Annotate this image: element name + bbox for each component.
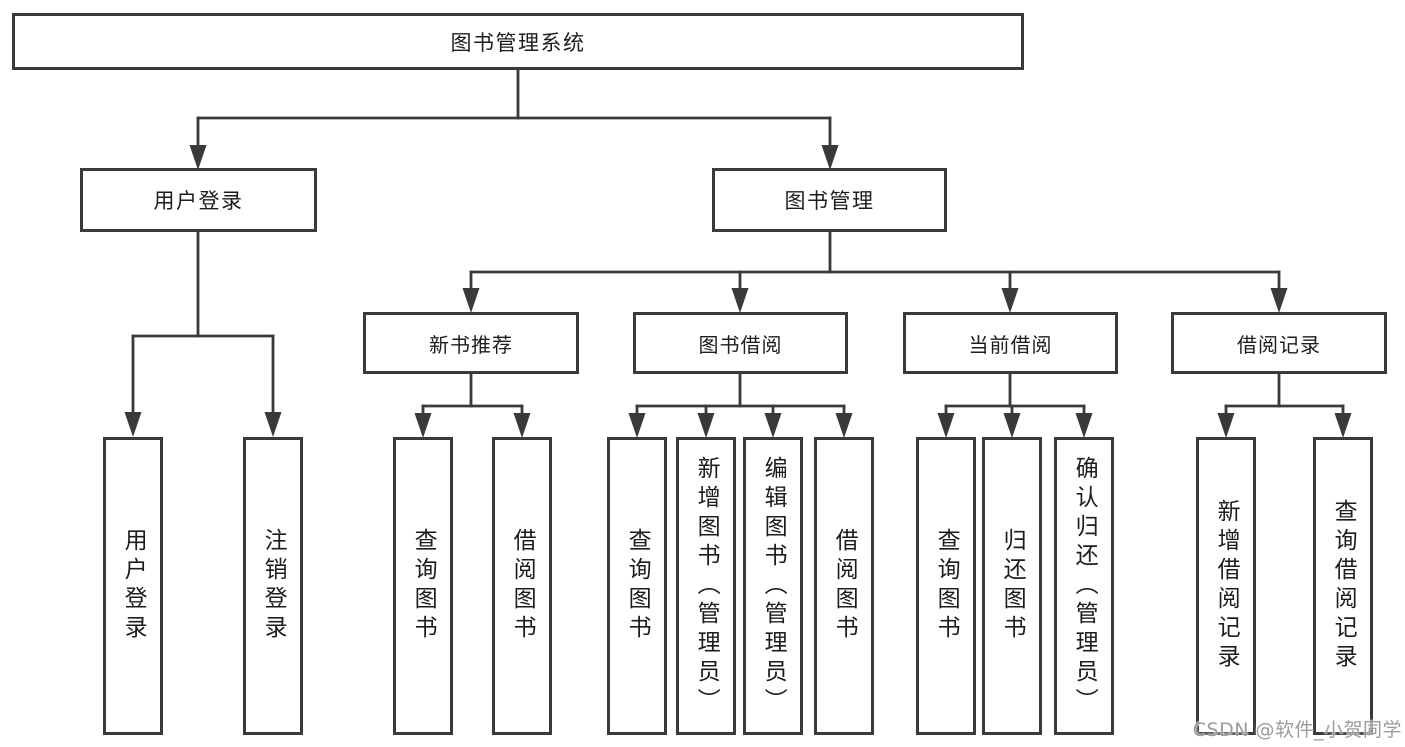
node-new-book-recommend: 新书推荐 bbox=[363, 312, 579, 374]
node-label: 归还图书 bbox=[999, 528, 1026, 644]
node-label: 查询借阅记录 bbox=[1330, 499, 1357, 673]
node-book-borrowing: 图书借阅 bbox=[633, 312, 848, 374]
node-root-library-system: 图书管理系统 bbox=[12, 13, 1024, 70]
node-label: 借阅记录 bbox=[1237, 332, 1321, 357]
node-label: 图书管理系统 bbox=[450, 30, 586, 55]
edge-records-to-leaves bbox=[1217, 371, 1352, 438]
edge-newbook-to-leaves bbox=[414, 371, 531, 438]
leaf-edit-book-admin: 编辑图书（管理员） bbox=[743, 437, 803, 735]
leaf-add-borrow-record: 新增借阅记录 bbox=[1196, 437, 1256, 735]
node-label: 用户登录 bbox=[120, 528, 147, 644]
leaf-user-login: 用户登录 bbox=[103, 437, 163, 735]
node-label: 借阅图书 bbox=[831, 528, 858, 644]
node-user-login: 用户登录 bbox=[80, 168, 317, 232]
leaf-query-books-current: 查询图书 bbox=[916, 437, 976, 735]
edge-root-to-level2 bbox=[189, 68, 839, 170]
edge-borrow-to-leaves bbox=[628, 371, 853, 438]
edge-mgmt-to-level3 bbox=[462, 229, 1288, 313]
node-label: 注销登录 bbox=[260, 528, 287, 644]
node-label: 用户登录 bbox=[153, 189, 244, 213]
node-current-borrowing: 当前借阅 bbox=[903, 312, 1118, 374]
node-book-management: 图书管理 bbox=[712, 168, 947, 232]
node-label: 图书借阅 bbox=[698, 332, 783, 357]
node-label: 查询图书 bbox=[624, 528, 651, 644]
leaf-add-book-admin: 新增图书（管理员） bbox=[676, 437, 736, 735]
node-label: 借阅图书 bbox=[509, 528, 536, 644]
node-label: 当前借阅 bbox=[968, 332, 1053, 357]
leaf-query-books-borrowing: 查询图书 bbox=[607, 437, 667, 735]
edge-current-to-leaves bbox=[937, 371, 1093, 438]
node-label: 编辑图书（管理员） bbox=[760, 455, 787, 717]
leaf-borrow-book: 借阅图书 bbox=[814, 437, 874, 735]
node-label: 新增借阅记录 bbox=[1213, 499, 1240, 673]
edge-login-to-leaves bbox=[124, 229, 282, 437]
node-label: 查询图书 bbox=[933, 528, 960, 644]
leaf-confirm-return-admin: 确认归还（管理员） bbox=[1054, 437, 1114, 735]
leaf-logout: 注销登录 bbox=[243, 437, 303, 735]
node-label: 查询图书 bbox=[410, 528, 437, 644]
leaf-query-books-recommend: 查询图书 bbox=[393, 437, 453, 735]
node-label: 新增图书（管理员） bbox=[693, 455, 720, 717]
leaf-return-book: 归还图书 bbox=[982, 437, 1042, 735]
node-label: 新书推荐 bbox=[429, 332, 513, 357]
leaf-query-borrow-record: 查询借阅记录 bbox=[1313, 437, 1373, 735]
csdn-watermark: CSDN @软件_小贺同学 bbox=[1192, 719, 1402, 741]
node-label: 确认归还（管理员） bbox=[1071, 455, 1098, 717]
node-label: 图书管理 bbox=[784, 189, 875, 213]
node-borrow-records: 借阅记录 bbox=[1171, 312, 1387, 374]
leaf-borrow-book-recommend: 借阅图书 bbox=[492, 437, 552, 735]
